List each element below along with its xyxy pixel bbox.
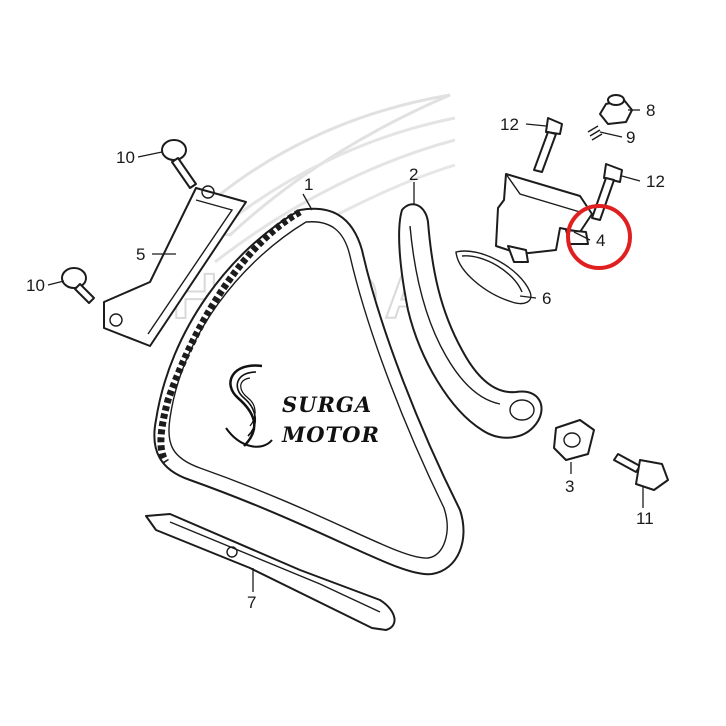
part-5-guide-plate <box>103 185 247 347</box>
callout-5: 5 <box>136 245 145 264</box>
part-8-cap-bolt <box>599 94 633 125</box>
part-7-lower-guide <box>145 513 396 631</box>
callout-1: 1 <box>304 175 313 194</box>
callout-4: 4 <box>596 231 605 250</box>
callout-9: 9 <box>626 128 635 147</box>
part-10-bolt-left <box>61 267 95 304</box>
callout-7: 7 <box>247 593 256 612</box>
part-10-bolt-top <box>161 139 197 189</box>
surga-motor-logo-icon <box>225 364 273 448</box>
part-9-spring <box>587 125 603 141</box>
callout-12-upper: 12 <box>500 115 519 134</box>
part-4-tensioner-lifter <box>495 173 593 263</box>
callout-6: 6 <box>542 289 551 308</box>
part-11-pivot-bolt <box>613 453 669 491</box>
brand-line-1: SURGA <box>282 392 372 417</box>
callout-8: 8 <box>646 101 655 120</box>
part-3-collar <box>553 419 595 461</box>
callout-3: 3 <box>565 477 574 496</box>
callout-2: 2 <box>409 165 418 184</box>
highlight-circle <box>566 204 632 270</box>
part-6-gasket <box>455 250 532 305</box>
callout-10-top: 10 <box>116 148 135 167</box>
callout-labels: 1 2 3 4 5 6 7 8 9 10 10 11 12 12 <box>26 101 665 612</box>
callout-11: 11 <box>636 509 654 528</box>
brand-line-2: MOTOR <box>281 422 380 447</box>
callout-10-left: 10 <box>26 276 45 295</box>
callout-12-lower: 12 <box>646 172 665 191</box>
leader-lines <box>47 109 644 592</box>
part-2-tensioner-arm <box>398 203 543 439</box>
part-1-cam-chain <box>153 207 465 576</box>
part-12-bolt-upper <box>533 117 563 173</box>
part-12-bolt-lower <box>591 163 623 221</box>
